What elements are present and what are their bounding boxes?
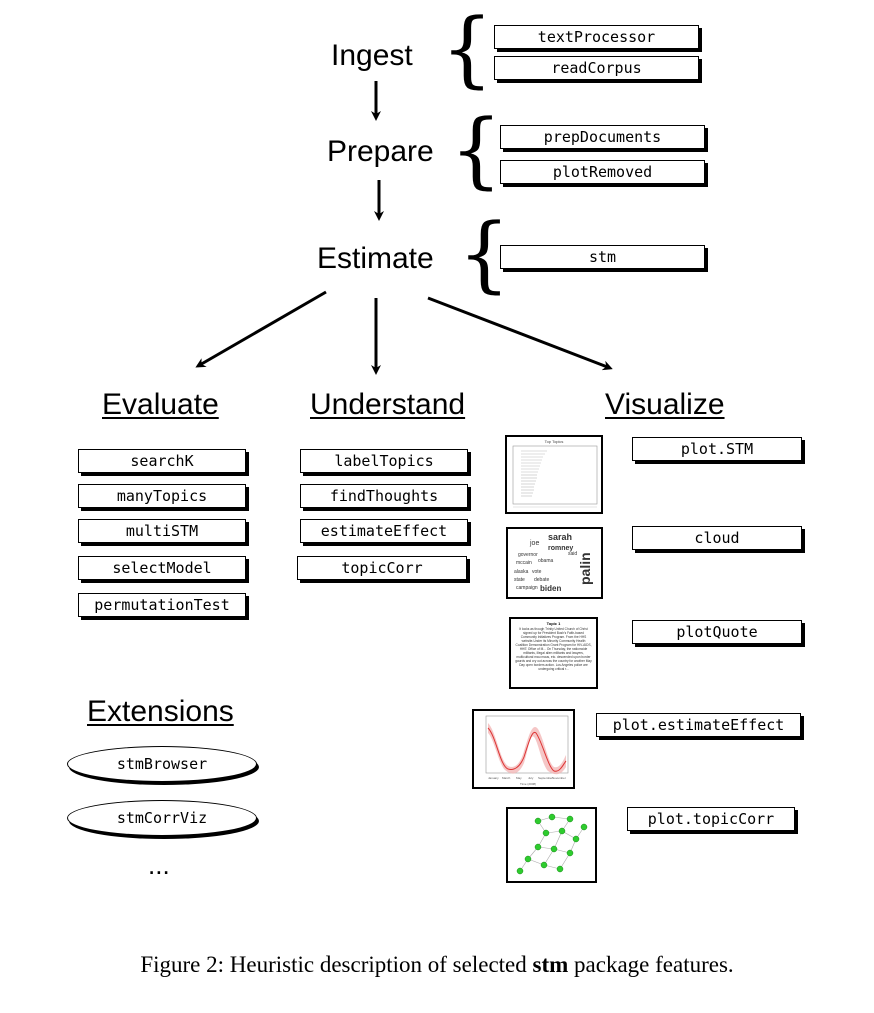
fn-cloud[interactable]: cloud bbox=[632, 526, 802, 550]
estimate-effect-chart: January March May July September Novembe… bbox=[485, 715, 569, 786]
cloud-word: palin bbox=[577, 552, 593, 585]
caption-bold: stm bbox=[532, 952, 569, 977]
section-evaluate: Evaluate bbox=[102, 388, 219, 421]
fn-plotRemoved[interactable]: plotRemoved bbox=[500, 160, 705, 184]
estimate-effect-thumbnail: January March May July September Novembe… bbox=[472, 709, 575, 789]
fn-manyTopics[interactable]: manyTopics bbox=[78, 484, 246, 508]
fn-multiSTM[interactable]: multiSTM bbox=[78, 519, 246, 543]
effect-xtick: July bbox=[528, 776, 534, 780]
cloud-word: sarah bbox=[548, 532, 572, 542]
word-cloud: sarah joe romney governor palin biden mc… bbox=[514, 532, 593, 593]
effect-xtick: May bbox=[516, 776, 522, 780]
ext-stmCorrViz[interactable]: stmCorrViz bbox=[67, 800, 257, 836]
fn-estimateEffect[interactable]: estimateEffect bbox=[300, 519, 468, 543]
caption-suffix: package features. bbox=[568, 952, 734, 977]
stage-estimate-label: Estimate bbox=[317, 242, 434, 275]
fn-plot.STM[interactable]: plot.STM bbox=[632, 437, 802, 461]
effect-xtick: January bbox=[488, 776, 499, 780]
section-visualize: Visualize bbox=[605, 388, 725, 421]
plot-stm-title: Top Topics bbox=[545, 439, 564, 444]
fn-plot.topicCorr[interactable]: plot.topicCorr bbox=[627, 807, 795, 831]
cloud-word: debate bbox=[534, 577, 550, 583]
fn-stm[interactable]: stm bbox=[500, 245, 705, 269]
stage-ingest-label: Ingest bbox=[331, 39, 413, 72]
arrow-estimate-visualize bbox=[427, 296, 613, 371]
fn-textProcessor[interactable]: textProcessor bbox=[494, 25, 699, 49]
extensions-more: ... bbox=[148, 850, 170, 880]
cloud-word: joe bbox=[529, 540, 539, 547]
fn-topicCorr[interactable]: topicCorr bbox=[297, 556, 467, 580]
cloud-word: vote bbox=[532, 569, 542, 575]
stage-prepare-label: Prepare bbox=[327, 135, 434, 168]
figure-caption: Figure 2: Heuristic description of selec… bbox=[0, 952, 874, 978]
fn-plotQuote[interactable]: plotQuote bbox=[632, 620, 802, 644]
fn-selectModel[interactable]: selectModel bbox=[78, 556, 246, 580]
fn-plot.estimateEffect[interactable]: plot.estimateEffect bbox=[596, 713, 801, 737]
ingest-brace: { bbox=[441, 2, 494, 97]
fn-searchK[interactable]: searchK bbox=[78, 449, 246, 473]
cloud-word: governor bbox=[518, 552, 538, 558]
topic-network-graph bbox=[516, 813, 588, 875]
cloud-word: biden bbox=[540, 584, 561, 593]
plotquote-thumbnail: Topic 1 It looks as though Trinity Unite… bbox=[509, 617, 598, 689]
cloud-word: said bbox=[568, 551, 577, 557]
topiccorr-thumbnail bbox=[506, 807, 597, 883]
cloud-thumbnail: sarah joe romney governor palin biden mc… bbox=[506, 527, 603, 599]
section-understand: Understand bbox=[310, 388, 466, 421]
fn-prepDocuments[interactable]: prepDocuments bbox=[500, 125, 705, 149]
effect-xtick: March bbox=[502, 776, 511, 780]
caption-prefix: Figure 2: Heuristic description of selec… bbox=[140, 952, 533, 977]
section-extensions: Extensions bbox=[87, 695, 234, 728]
quote-title: Topic 1 bbox=[546, 621, 561, 626]
cloud-word: obama bbox=[538, 558, 554, 564]
cloud-word: alaska bbox=[514, 569, 529, 575]
quote-text: It looks as though Trinity United Church… bbox=[515, 627, 592, 671]
effect-xtick: September bbox=[538, 776, 553, 780]
cloud-word: mccain bbox=[516, 560, 532, 566]
prepare-brace: { bbox=[450, 103, 503, 198]
ext-stmBrowser[interactable]: stmBrowser bbox=[67, 746, 257, 782]
cloud-word: campaign bbox=[516, 585, 538, 591]
arrow-estimate-evaluate bbox=[195, 290, 327, 368]
fn-labelTopics[interactable]: labelTopics bbox=[300, 449, 468, 473]
cloud-word: romney bbox=[548, 545, 573, 552]
plot-stm-thumbnail: Top Topics bbox=[505, 435, 603, 514]
plot-stm-chart: Top Topics bbox=[512, 439, 598, 508]
fn-permutationTest[interactable]: permutationTest bbox=[78, 593, 246, 617]
fn-readCorpus[interactable]: readCorpus bbox=[494, 56, 699, 80]
effect-xlabel: Time (2008) bbox=[520, 782, 536, 786]
fn-findThoughts[interactable]: findThoughts bbox=[300, 484, 468, 508]
effect-xtick: November bbox=[552, 776, 566, 780]
cloud-word: state bbox=[514, 577, 525, 583]
